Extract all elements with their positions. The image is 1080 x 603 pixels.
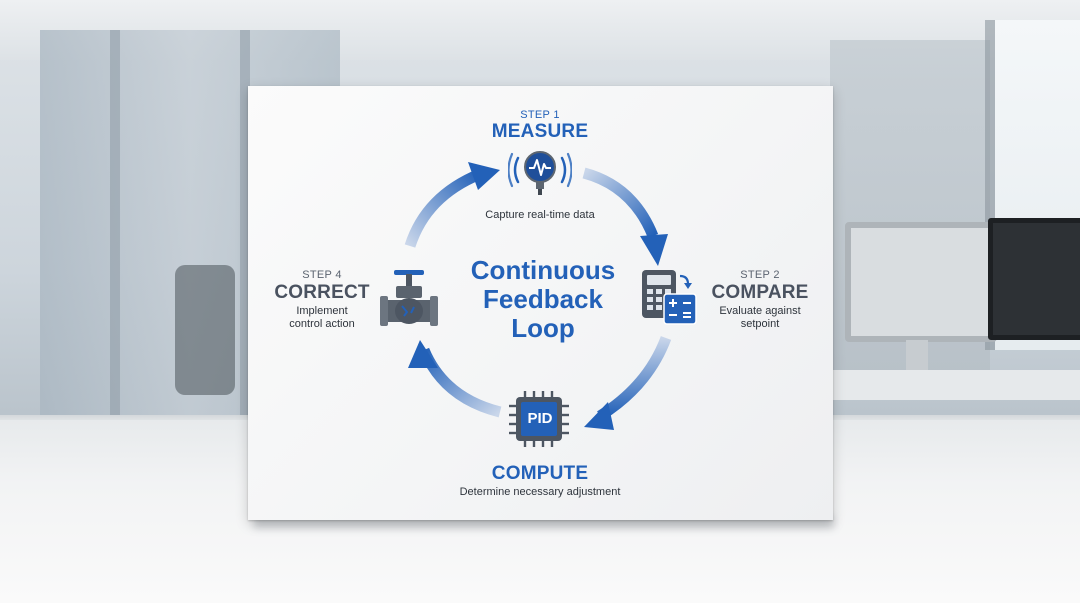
step-3-name: COMPUTE: [491, 463, 589, 484]
step-1-label: STEP 1: [520, 109, 560, 121]
center-title-line: Loop: [511, 313, 575, 343]
step-4-description: Implement control action: [262, 305, 382, 331]
arrow-measure-to-compare: [582, 167, 668, 266]
center-title-line: Feedback: [483, 284, 603, 314]
calculator-icon: [642, 270, 697, 325]
step-2-label: STEP 2: [740, 269, 780, 281]
monitor: [988, 218, 1080, 340]
arrow-compare-to-compute: [584, 336, 672, 430]
step-2-description-line: setpoint: [740, 318, 780, 330]
step-2-description-line: Evaluate against: [719, 305, 801, 317]
office-chair: [175, 265, 235, 395]
step-1-description: Capture real-time data: [485, 209, 595, 221]
pid-chip-icon: [509, 391, 569, 447]
arrow-correct-to-measure: [404, 162, 500, 248]
step-4-name: CORRECT: [274, 282, 370, 303]
glass-post: [110, 30, 120, 450]
valve-icon: [380, 270, 438, 326]
glass-post: [240, 30, 250, 450]
feedback-loop-board: STEP 1 MEASURE Capture real-time data ST…: [248, 86, 833, 520]
step-2-name: COMPARE: [711, 282, 809, 303]
sensor-icon: [508, 151, 572, 195]
step-4-description-line: control action: [289, 318, 355, 330]
center-title-line: Continuous: [470, 255, 616, 285]
step-2-description: Evaluate against setpoint: [700, 305, 820, 331]
window-frame: [985, 20, 995, 350]
step-4-description-line: Implement: [296, 305, 348, 317]
step-3-description: Determine necessary adjustment: [459, 486, 621, 498]
step-1-name: MEASURE: [491, 121, 589, 142]
desk: [820, 370, 1080, 400]
arrow-compute-to-correct: [408, 340, 502, 418]
pid-label: PID: [527, 410, 553, 427]
loop-arrows: [404, 162, 672, 430]
center-title: Continuous Feedback Loop: [453, 256, 633, 343]
monitor: [845, 222, 997, 342]
step-4-label: STEP 4: [302, 269, 342, 281]
